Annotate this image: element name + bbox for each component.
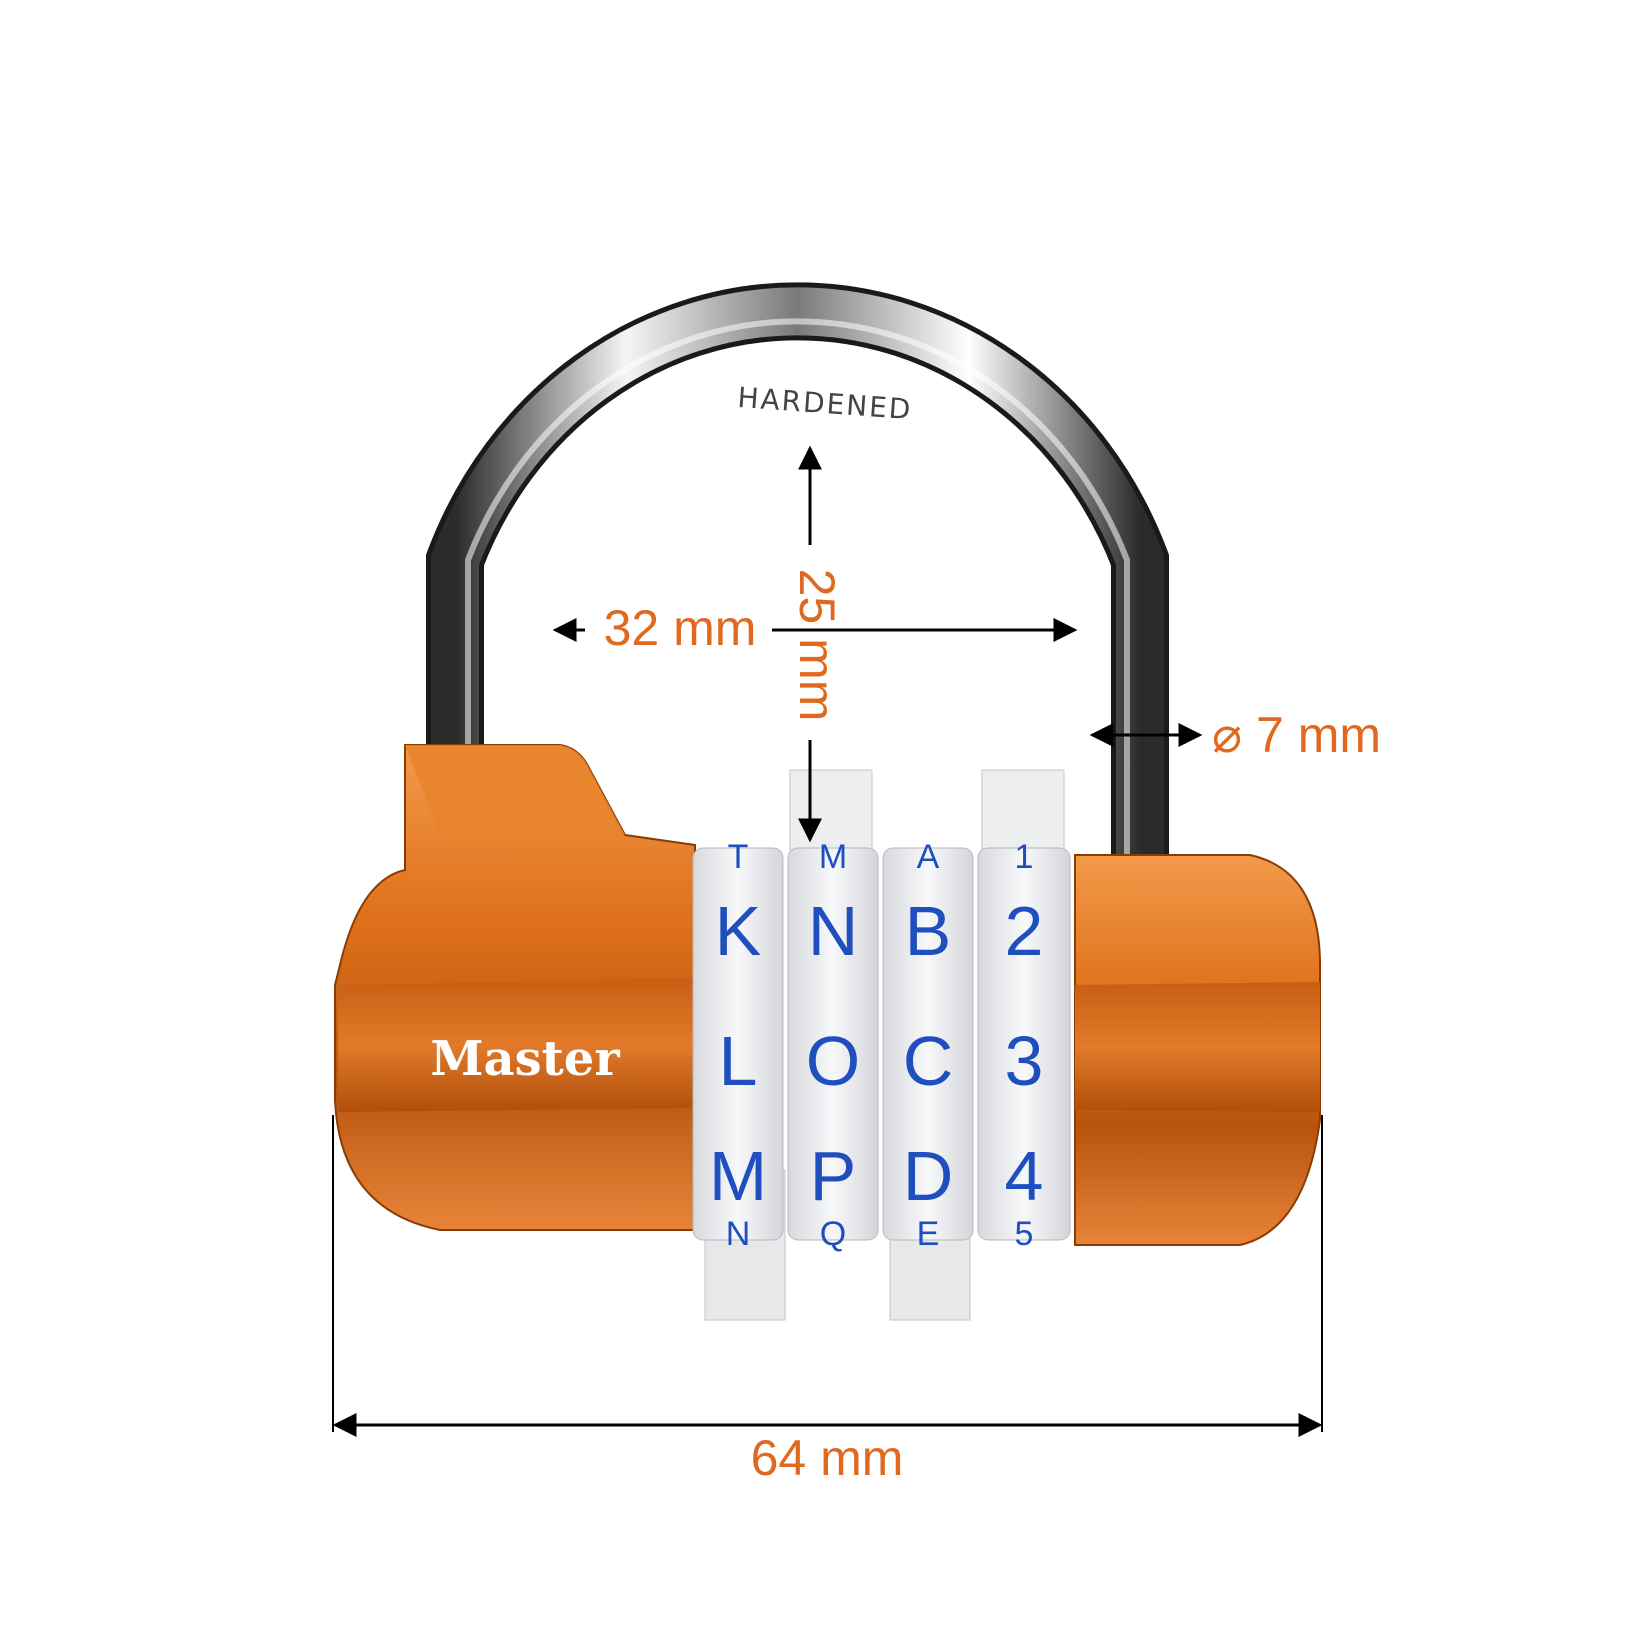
dial-4-char-1: 2 <box>1005 892 1044 970</box>
dial-4-bottom: 5 <box>1015 1215 1034 1253</box>
brand-logo: Master <box>430 1031 620 1087</box>
dial-1-bottom: N <box>726 1215 751 1253</box>
dimension-shackle-width: 32 mm <box>552 600 1078 656</box>
dial-2-top: M <box>819 838 847 876</box>
dial-3-top: A <box>917 838 940 876</box>
dimension-label-shackle-diameter: ⌀ 7 mm <box>1212 707 1381 763</box>
dimension-body-width: 64 mm <box>332 1115 1323 1486</box>
dial-1[interactable]: T K L M N <box>692 838 786 1321</box>
dial-2[interactable]: M N O P Q <box>787 769 879 1253</box>
combination-dials: T K L M N M N O P Q A B C D E 1 <box>692 769 1071 1321</box>
dimension-shackle-diameter: ⌀ 7 mm <box>1089 707 1381 763</box>
dial-4[interactable]: 1 2 3 4 5 <box>977 769 1071 1253</box>
dial-4-char-2: 3 <box>1005 1022 1044 1100</box>
dial-1-char-2: L <box>719 1022 758 1100</box>
dial-2-char-3: P <box>810 1137 857 1215</box>
dial-1-top: T <box>728 838 749 876</box>
dial-4-top: 1 <box>1015 838 1034 876</box>
dial-3-char-1: B <box>905 892 952 970</box>
shackle-engraving: HARDENED <box>736 381 913 426</box>
dial-3-char-2: C <box>903 1022 954 1100</box>
dimension-label-shackle-height: 25 mm <box>789 569 845 722</box>
dimension-label-body-width: 64 mm <box>751 1430 904 1486</box>
dial-3-bottom: E <box>917 1215 940 1253</box>
lock-body-right <box>1074 854 1321 1246</box>
dial-4-char-3: 4 <box>1005 1137 1044 1215</box>
dimension-label-shackle-width: 32 mm <box>604 600 757 656</box>
dial-2-bottom: Q <box>820 1215 846 1253</box>
lock-body-left: Master <box>334 744 696 1231</box>
dial-1-char-1: K <box>715 892 762 970</box>
dial-1-char-3: M <box>709 1137 767 1215</box>
dial-2-char-1: N <box>808 892 859 970</box>
dial-3[interactable]: A B C D E <box>882 838 974 1321</box>
dial-3-char-3: D <box>903 1137 954 1215</box>
dimension-shackle-height: 25 mm <box>789 445 845 843</box>
dial-2-char-2: O <box>806 1022 860 1100</box>
